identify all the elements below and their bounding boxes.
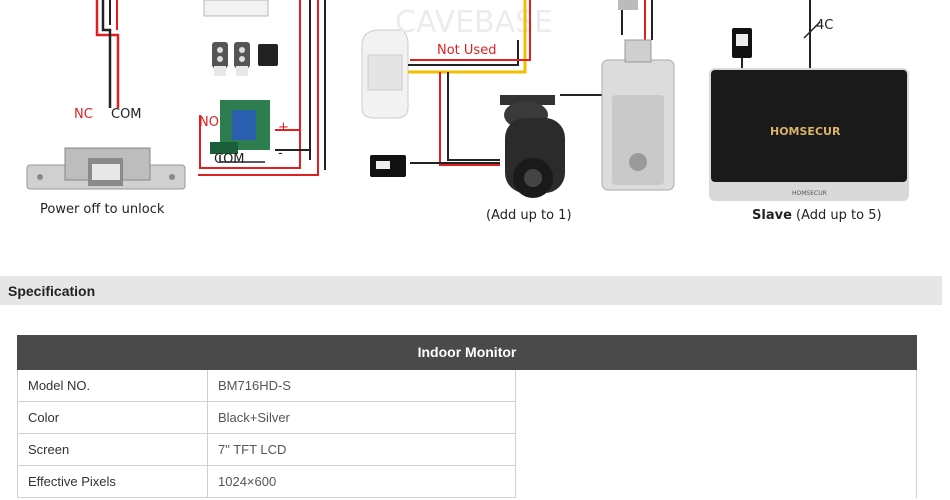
specification-band: Specification — [0, 276, 942, 305]
row-value: Black+Silver — [208, 402, 516, 433]
spec-table: Indoor Monitor Model NO. BM716HD-S Color… — [17, 335, 917, 498]
table-row: Effective Pixels 1024×600 — [18, 466, 516, 498]
slave-rest: (Add up to 5) — [791, 208, 882, 223]
wiring-diagram: CAVEBASE — [26, 0, 909, 223]
row-key: Color — [18, 402, 208, 433]
power-off-caption: Power off to unlock — [40, 202, 165, 217]
com-label: COM — [111, 107, 142, 122]
slave-bold: Slave — [752, 208, 792, 223]
row-key: Model NO. — [18, 370, 208, 401]
pir-sensor — [361, 29, 409, 119]
row-key: Screen — [18, 434, 208, 465]
camera-caption: (Add up to 1) — [486, 208, 572, 223]
not-used-label: Not Used — [437, 43, 497, 58]
nc-label: NC — [74, 107, 93, 122]
table-body: Model NO. BM716HD-S Color Black+Silver S… — [17, 370, 917, 498]
svg-text:HOMSECUR: HOMSECUR — [792, 190, 827, 197]
electric-strike — [26, 147, 186, 190]
relay-board — [210, 100, 270, 163]
com-relay-label: COM — [214, 152, 245, 167]
plus-label: + — [278, 120, 289, 135]
wiring-diagram-graphic: CAVEBASE — [26, 0, 909, 201]
row-value: BM716HD-S — [208, 370, 516, 401]
no-label: NO — [199, 115, 219, 130]
four-c-label: 4C — [816, 18, 834, 33]
table-header: Indoor Monitor — [17, 335, 917, 370]
table-row: Screen 7" TFT LCD — [18, 434, 516, 466]
minus-label: - — [278, 146, 283, 161]
row-key: Effective Pixels — [18, 466, 208, 497]
remote-controls — [212, 42, 278, 76]
row-value: 1024×600 — [208, 466, 516, 497]
table-row: Model NO. BM716HD-S — [18, 370, 516, 402]
svg-text:CAVEBASE: CAVEBASE — [395, 5, 553, 40]
slave-caption: Slave (Add up to 5) — [752, 208, 882, 223]
table-row: Color Black+Silver — [18, 402, 516, 434]
door-lock — [601, 0, 675, 191]
indoor-monitor: HOMSECUR HOMSECUR — [709, 68, 909, 201]
section-title: Specification — [8, 283, 96, 299]
svg-text:HOMSECUR: HOMSECUR — [770, 125, 841, 138]
row-value: 7" TFT LCD — [208, 434, 516, 465]
camera — [500, 95, 565, 198]
